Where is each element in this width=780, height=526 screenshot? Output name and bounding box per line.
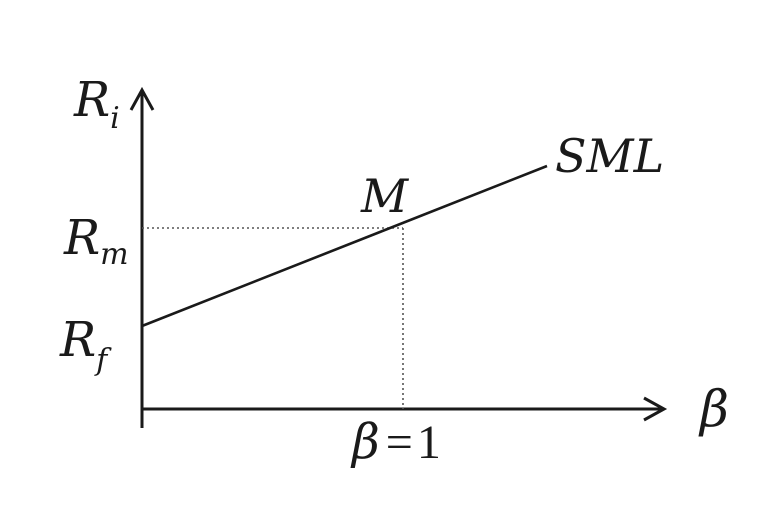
- y-axis-arrowhead: [129, 86, 155, 111]
- market-point-label: M: [360, 169, 410, 223]
- riskfree-return-label: Rf: [59, 312, 112, 378]
- beta-one-symbol: β: [350, 414, 380, 470]
- y-axis-label-main: R: [73, 72, 110, 128]
- market-return-label-main: R: [63, 210, 100, 266]
- y-axis-label: Ri: [73, 72, 120, 136]
- beta-one-value: 1: [417, 416, 441, 469]
- market-return-label-sub: m: [100, 237, 128, 272]
- riskfree-return-label-main: R: [59, 312, 96, 368]
- riskfree-return-label-sub: f: [94, 343, 112, 378]
- market-return-label: Rm: [63, 210, 129, 272]
- beta-one-equals: =: [386, 416, 413, 469]
- beta-one-label: β=1: [350, 414, 441, 470]
- x-axis-label: β: [698, 380, 729, 438]
- x-axis-arrowhead: [643, 396, 668, 422]
- security-market-line: [141, 164, 548, 328]
- y-axis-label-sub: i: [110, 101, 120, 136]
- sml-label: SML: [555, 129, 664, 183]
